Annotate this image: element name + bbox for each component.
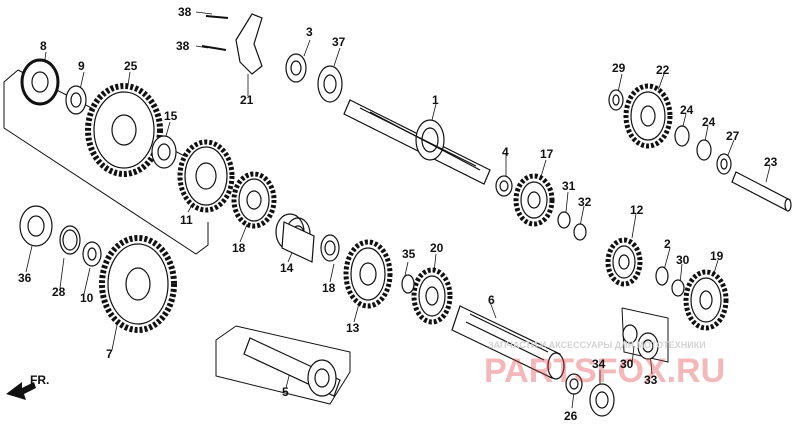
part-labels: 8 9 25 15 11 18 14 18 13 35 20 6 36 28 1… — [18, 5, 778, 423]
gear-12 — [605, 237, 643, 287]
part-label: 26 — [564, 409, 578, 423]
part-label: 14 — [280, 261, 294, 275]
part-label: 23 — [764, 155, 778, 169]
part-label: 8 — [40, 39, 47, 53]
part-label: 5 — [282, 385, 289, 399]
gear-19 — [683, 269, 729, 331]
part-label: 15 — [164, 109, 178, 123]
part-label: 29 — [612, 61, 626, 75]
part-label: 12 — [630, 203, 644, 217]
part-label: 3 — [306, 25, 313, 39]
gear-11 — [177, 139, 235, 213]
part-label: 34 — [592, 357, 606, 371]
part-label: 28 — [52, 285, 66, 299]
part-label: 19 — [710, 249, 724, 263]
part-label: 7 — [106, 347, 113, 361]
part-label: 4 — [502, 145, 509, 159]
group-outline-bottom — [215, 325, 351, 405]
direction-label: FR. — [30, 373, 49, 387]
gear-18 — [231, 171, 277, 229]
countershaft-6 — [451, 305, 565, 380]
part-label: 32 — [578, 195, 592, 209]
gear-25 — [85, 83, 163, 177]
bolts-38 — [201, 15, 229, 51]
bushing-14 — [281, 221, 315, 263]
part-label: 6 — [488, 293, 495, 307]
part-label: 2 — [664, 237, 671, 251]
gear-8 — [20, 58, 60, 106]
gear-17 — [513, 173, 555, 227]
part-label: 25 — [124, 59, 138, 73]
part-label: 38 — [178, 5, 192, 19]
part-label: 36 — [18, 271, 32, 285]
shaft-23 — [731, 171, 792, 212]
part-label: 18 — [322, 281, 336, 295]
part-label: 21 — [240, 93, 254, 107]
mainshaft-1 — [343, 99, 491, 185]
part-label: 24 — [680, 103, 694, 117]
part-label: 24 — [702, 115, 716, 129]
gear-7 — [99, 235, 177, 333]
gear-22 — [623, 83, 673, 149]
part-label: 30 — [676, 253, 690, 267]
part-label: 27 — [726, 129, 740, 143]
part-label: 18 — [232, 241, 246, 255]
group-outline-left — [3, 69, 209, 255]
fr-arrow-icon — [6, 382, 36, 400]
part-label: 1 — [432, 93, 439, 107]
gear-20 — [411, 267, 453, 325]
part-label: 13 — [346, 321, 360, 335]
part-label: 11 — [180, 213, 193, 227]
part-label: 37 — [332, 35, 346, 49]
part-label: 35 — [402, 247, 416, 261]
watermark-brand: PARTSFOX.RU — [484, 352, 725, 390]
shaft-5 — [243, 337, 341, 397]
part-label: 9 — [78, 59, 85, 73]
part-label: 31 — [562, 179, 576, 193]
part-label: 17 — [540, 147, 554, 161]
shift-plate-21 — [235, 13, 263, 75]
part-label: 38 — [176, 39, 190, 53]
part-label: 22 — [656, 63, 670, 77]
part-label: 30 — [620, 357, 634, 371]
part-label: 10 — [80, 291, 94, 305]
part-label: 20 — [430, 241, 444, 255]
watermark-subtitle: ЗАПЧАСТИ И АКСЕССУАРЫ ДЛЯ МОТОТЕХНИКИ — [488, 340, 706, 350]
part-label: 33 — [644, 373, 658, 387]
gear-13 — [343, 239, 393, 309]
